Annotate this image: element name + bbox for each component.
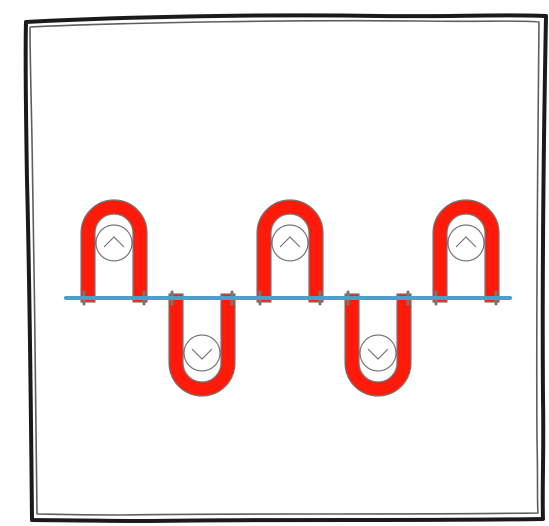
loop-up (256, 199, 324, 306)
loop-crease (455, 236, 477, 248)
loop-down (344, 290, 412, 397)
sketch-frame (23, 13, 548, 523)
loop-hole (359, 334, 397, 372)
frame-inner-stroke (29, 19, 540, 516)
loop-down (168, 290, 236, 397)
loop-body (432, 199, 500, 303)
loop-hole (271, 224, 309, 262)
loop-crease (103, 236, 125, 248)
loop-body (80, 199, 148, 303)
loop-up (432, 199, 500, 306)
loop-crease (367, 348, 389, 360)
loop-hole (447, 224, 485, 262)
loop-up (80, 199, 148, 306)
loop-crease (279, 236, 301, 248)
frame-outer (23, 13, 548, 523)
loop-body (256, 199, 324, 303)
loop-crease (191, 348, 213, 360)
loop-body (344, 293, 412, 397)
loops-layer (80, 199, 500, 397)
loop-hole (95, 224, 133, 262)
loop-body (168, 293, 236, 397)
loop-hole (183, 334, 221, 372)
